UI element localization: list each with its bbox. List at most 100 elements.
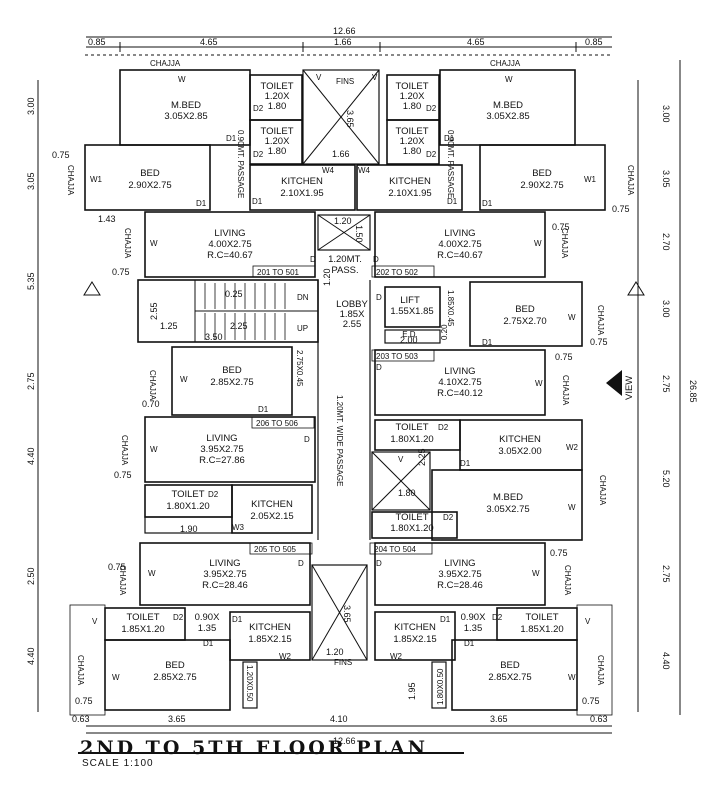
duct-size: 1.20X0.50 — [245, 665, 254, 702]
room-size: 2.85X2.75 — [210, 377, 253, 388]
room-size: 2.75X2.70 — [503, 316, 546, 327]
dim-m075k: 0.75 — [582, 696, 600, 706]
dim-m166: 1.66 — [332, 149, 350, 159]
dim-left-4: 2.75 — [26, 372, 36, 390]
chajja-label: CHAJJA — [563, 565, 572, 596]
window-marker: W1 — [90, 175, 103, 184]
dim-right-6: 5.20 — [661, 470, 671, 488]
chajja-label: CHAJJA — [598, 475, 607, 506]
door-marker: D1 — [482, 199, 493, 208]
chajja-label: CHAJJA — [123, 228, 132, 259]
dim-m200: 2.00 — [400, 335, 418, 345]
flat-number-tag: 205 TO 505 — [254, 545, 297, 554]
room-name: TOILET — [395, 422, 428, 433]
room-name: LIVING — [209, 558, 240, 569]
room-name: 1.20MT. — [328, 254, 362, 265]
fins-label: FINS — [336, 77, 354, 86]
door-marker: D2 — [253, 104, 264, 113]
dim-m075e: 0.75 — [590, 337, 608, 347]
carpet-area: R.C=40.12 — [437, 388, 483, 399]
section-arrow-icon — [83, 281, 101, 296]
window-marker: W — [568, 673, 576, 682]
door-marker: D2 — [208, 490, 219, 499]
room-size: 3.05X2.85 — [486, 111, 529, 122]
dim-m365: 3.65 — [345, 110, 355, 128]
dim-m120: 1.20 — [334, 216, 352, 226]
dim-right-4: 3.00 — [661, 300, 671, 318]
dim-m125: 1.25 — [160, 321, 178, 331]
dim-m075h: 0.75 — [108, 562, 126, 572]
window-marker: W — [505, 75, 513, 84]
room-size: 4.00X2.75 — [438, 239, 481, 250]
window-marker: W — [180, 375, 188, 384]
dim-right-2: 3.05 — [661, 170, 671, 188]
room-name: LIVING — [444, 558, 475, 569]
room-name: TOILET — [395, 81, 428, 92]
dim-m075d: 0.75 — [552, 222, 570, 232]
room-name: LIVING — [444, 366, 475, 377]
flat-number-tag: 204 TO 504 — [374, 545, 417, 554]
room-size: 1.55X1.85 — [390, 306, 433, 317]
passage-label: 0.90MT. PASSAGE — [446, 130, 455, 198]
dim-right-8: 4.40 — [661, 652, 671, 670]
dim-left-3: 5.35 — [26, 272, 36, 290]
room-size: 1.20X — [400, 136, 425, 147]
title-underline — [78, 752, 464, 754]
room-size: 1.85X1.20 — [520, 624, 563, 635]
room-size: 1.80 — [268, 146, 287, 157]
room-size: 1.85X2.15 — [393, 634, 436, 645]
room-size: 2.10X1.95 — [280, 188, 323, 199]
room-name: TOILET — [395, 512, 428, 523]
room-size: 1.80 — [403, 101, 422, 112]
dim-m075j: 0.75 — [75, 696, 93, 706]
dim-m120c: 1.20 — [326, 647, 344, 657]
dim-bot-a: 0.63 — [72, 714, 90, 724]
room-name: M.BED — [493, 100, 523, 111]
window-marker: W2 — [566, 443, 579, 452]
dim-m075c: 0.75 — [112, 267, 130, 277]
room-name: TOILET — [260, 126, 293, 137]
room-size: 1.85X — [340, 309, 365, 320]
dim-m075i: 0.75 — [550, 548, 568, 558]
room-size: 3.05X2.00 — [498, 446, 541, 457]
dim-m070: 0.70 — [142, 399, 160, 409]
room-name: KITCHEN — [249, 622, 291, 633]
room-size: 3.95X2.75 — [203, 569, 246, 580]
dim-right-7: 2.75 — [661, 565, 671, 583]
door-marker: D1 — [447, 197, 458, 206]
room-name: BED — [532, 168, 552, 179]
dim-top-total: 12.66 — [333, 26, 356, 36]
chajja-label: CHAJJA — [118, 565, 127, 596]
duct-size: 1.80X0.50 — [436, 668, 445, 705]
door-marker: D — [304, 435, 310, 444]
fins-label: FINS — [334, 658, 352, 667]
dim-m180: 1.80 — [398, 488, 416, 498]
room-name: LIVING — [214, 228, 245, 239]
dim-m190: 1.90 — [180, 524, 198, 534]
chajja-label: CHAJJA — [626, 165, 635, 196]
door-marker: D1 — [203, 639, 214, 648]
room-size: 0.90X — [195, 612, 220, 623]
vent-marker: V — [92, 617, 98, 626]
window-marker: W4 — [322, 166, 335, 175]
door-marker: D1 — [460, 459, 471, 468]
dim-bot-e: 0.63 — [590, 714, 608, 724]
room-size: 3.95X2.75 — [438, 569, 481, 580]
room-name: TOILET — [525, 612, 558, 623]
dim-top-e: 0.85 — [585, 37, 603, 47]
dim-left-1: 3.00 — [26, 97, 36, 115]
wide-passage-label: 1.20MT. WIDE PASSAGE — [335, 395, 344, 486]
window-marker: W — [178, 75, 186, 84]
dim-right-total: 26.85 — [688, 380, 698, 403]
vent-marker: V — [398, 455, 404, 464]
dim-m225: 2.25 — [230, 321, 248, 331]
dim-m075b: 0.75 — [612, 204, 630, 214]
window-marker: W1 — [584, 175, 597, 184]
room-size: 4.00X2.75 — [208, 239, 251, 250]
dim-m075f: 0.75 — [555, 352, 573, 362]
door-marker: D1 — [252, 197, 263, 206]
dim-top-b: 4.65 — [200, 37, 218, 47]
door-marker: D2 — [253, 150, 264, 159]
plan-title: 2ND TO 5TH FLOOR PLAN — [80, 737, 429, 759]
